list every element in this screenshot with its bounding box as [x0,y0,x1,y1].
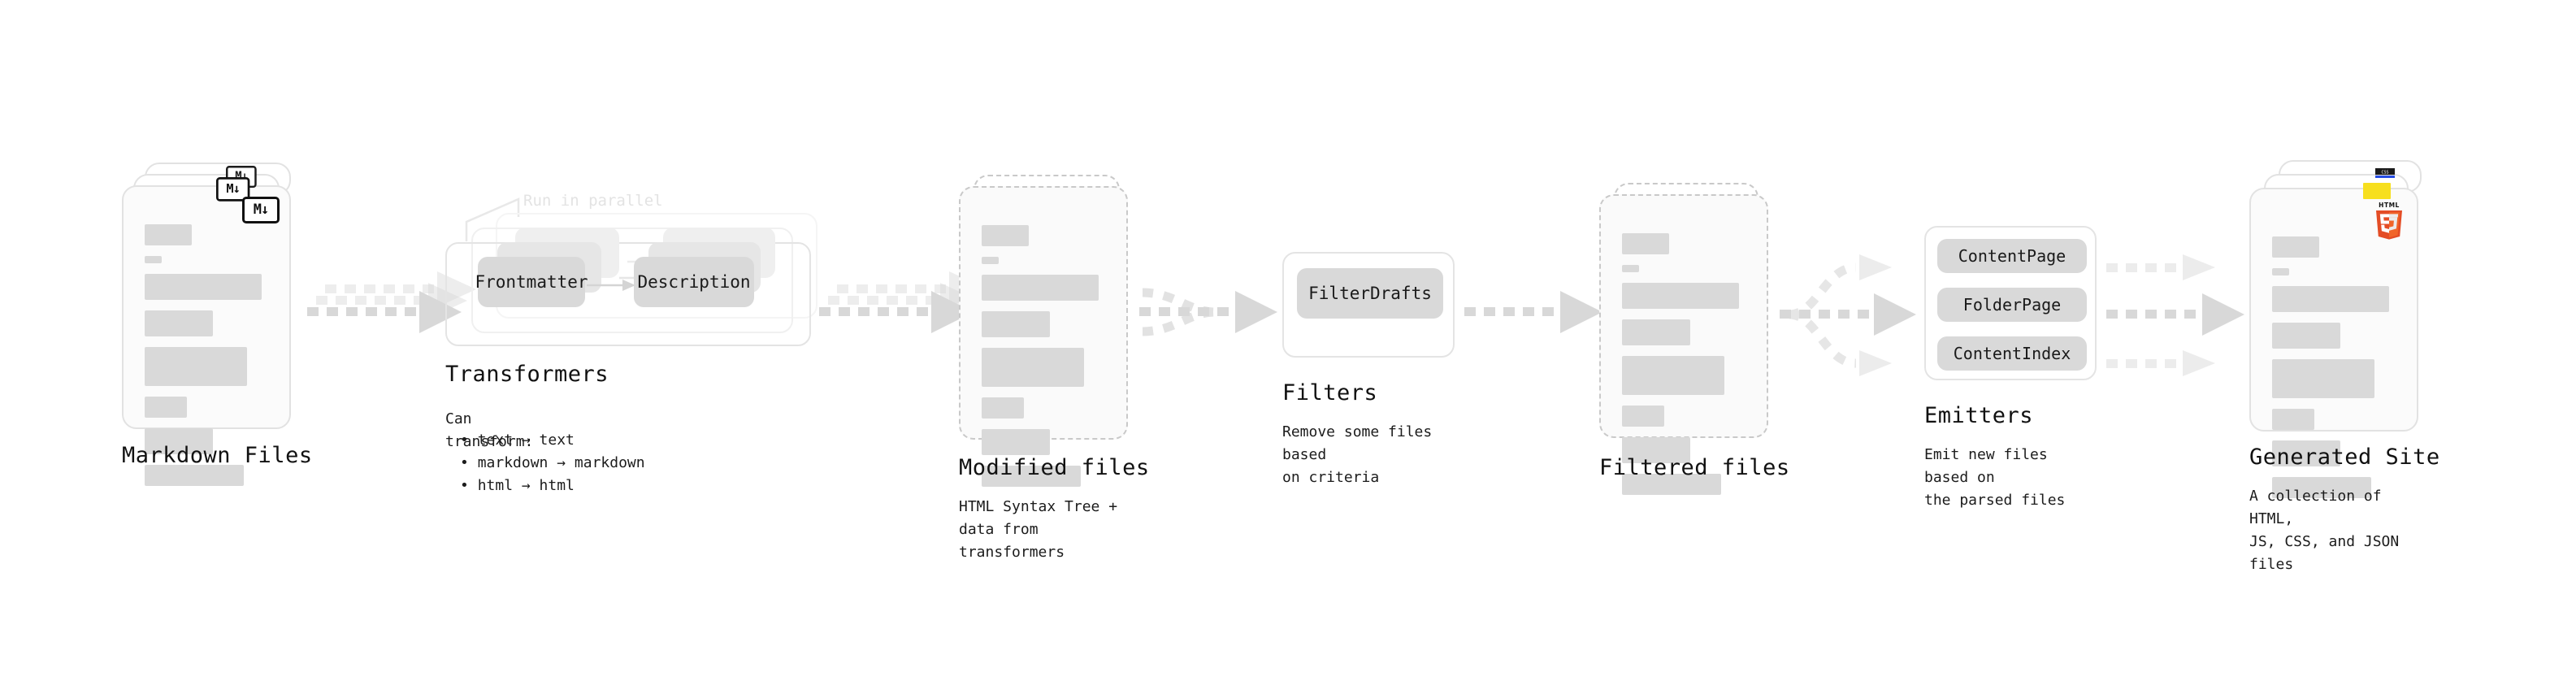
transformer-card-front [445,242,811,346]
js-badge [2363,183,2391,199]
html5-badge: HTML [2373,201,2405,240]
connector-filtered-to-emitters [1778,240,1924,394]
stage-title-markdown-files: Markdown Files [122,443,313,468]
stage-title-emitters: Emitters [1924,403,2034,428]
modified-file-card-front [959,186,1128,487]
css3-badge: CSS [2375,168,2395,178]
transformer-pill-frontmatter[interactable]: Frontmatter [475,257,588,307]
markdown-badge-front: M↓ [242,197,280,223]
stage-subtitle-generated-site: A collection of HTML, JS, CSS, and JSON … [2249,488,2400,573]
stage-title-filters: Filters [1282,380,1378,406]
svg-text:HTML: HTML [2379,202,2400,209]
stage-title-modified-files: Modified files [959,455,1150,480]
filtered-file-card-front [1599,194,1768,495]
markdown-file-card-front [122,185,291,486]
stage-subtitle-emitters: Emit new files based on the parsed files [1924,446,2066,509]
stage-title-transformers: Transformers [445,362,609,387]
stage-filtered-files: Filtered files [1599,183,1789,495]
transformers-capability-item: text → text [460,429,645,452]
filters-card: FilterDrafts [1282,252,1455,358]
stage-title-generated-site: Generated Site [2249,445,2440,470]
filtered-file-skeleton [1622,233,1746,505]
markdown-file-skeleton [145,224,268,497]
stage-generated-site: CSS HTML Generated Site A col [2249,160,2439,573]
svg-text:CSS: CSS [2381,170,2388,175]
emitter-pill-contentindex[interactable]: ContentIndex [1937,336,2087,371]
transformer-card-back-1 [471,228,793,333]
emitter-pill-contentpage[interactable]: ContentPage [1937,239,2087,273]
stage-modified-files: Modified files HTML Syntax Tree + data f… [959,175,1149,561]
connector-modified-to-filters [1138,268,1284,358]
transformer-pill-description[interactable]: Description [634,257,754,307]
transformers-capability-item: markdown → markdown [460,452,645,475]
stage-emitters: ContentPage FolderPage ContentIndex Emit… [1924,226,2097,509]
connector-filters-to-filtered [1463,268,1609,358]
transformers-capability-list: text → text markdown → markdown html → h… [445,429,645,497]
connector-transformers-to-modified [819,268,988,358]
stage-filters: FilterDrafts Filters Remove some files b… [1282,252,1455,486]
annotation-run-in-parallel: Run in parallel [523,192,663,210]
connector-emitters-to-site [2105,240,2259,394]
filter-pill-filterdrafts[interactable]: FilterDrafts [1297,268,1443,319]
stage-title-filtered-files: Filtered files [1599,455,1790,480]
run-in-parallel-callout [455,194,553,243]
emitter-pill-folderpage[interactable]: FolderPage [1937,288,2087,322]
transformer-inner-arrow [585,273,642,297]
stage-markdown-files: M↓ M↓ M↓ Markdown Files [122,163,312,486]
transformers-capability-item: html → html [460,475,645,497]
connector-md-to-transformers [307,268,476,358]
stage-subtitle-filters: Remove some files based on criteria [1282,423,1433,486]
emitters-card: ContentPage FolderPage ContentIndex [1924,226,2097,380]
site-file-skeleton [2272,236,2396,509]
modified-file-skeleton [982,225,1105,497]
stage-subtitle-modified-files: HTML Syntax Tree + data from transformer… [959,498,1118,561]
